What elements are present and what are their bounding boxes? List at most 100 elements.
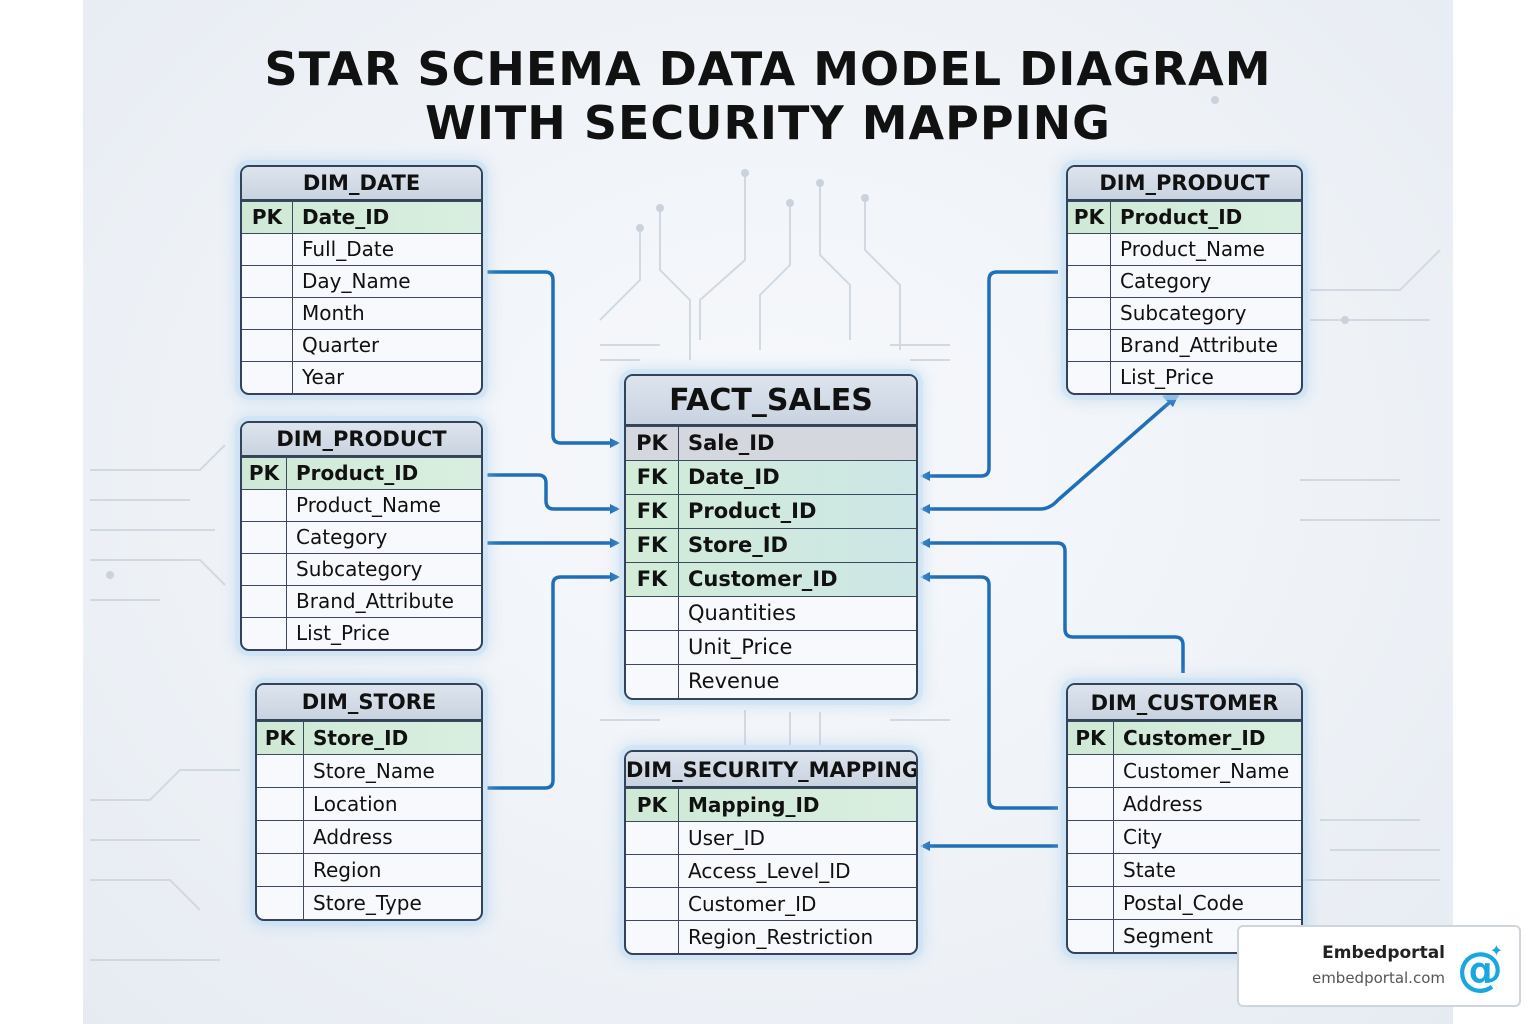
circuit-dots [106,96,1349,579]
connector-product-right-pid [920,393,1180,514]
field-cell: Product_Name [1120,237,1265,261]
field-cell: Full_Date [302,237,395,261]
field-cell: Revenue [688,669,780,693]
table-row: Brand_Attribute [1068,329,1301,361]
key-cell: PK [242,458,287,489]
key-cell [257,887,304,919]
key-cell [1068,788,1114,820]
table-row: List_Price [242,617,481,649]
table-row: Subcategory [242,553,481,585]
table-header: DIM_SECURITY_MAPPING [626,752,916,788]
table-row: Store_Type [257,886,481,919]
key-cell [242,618,287,649]
table-header: DIM_DATE [242,167,481,201]
field-cell: Date_ID [302,205,390,229]
key-cell: PK [1068,722,1114,754]
embedportal-watermark[interactable]: Embedportal embedportal.com @ ✦ [1237,925,1521,1007]
field-cell: Store_ID [313,726,409,750]
key-cell [1068,854,1114,886]
table-row: Access_Level_ID [626,854,916,887]
key-cell [626,597,679,630]
diagram-title-line2: WITH SECURITY MAPPING [425,96,1111,150]
key-cell [257,821,304,853]
key-cell [242,490,287,521]
connector-customer-store [920,538,1185,673]
key-cell: PK [626,789,679,821]
field-cell: Category [1120,269,1212,293]
key-cell [1068,920,1114,952]
key-cell [242,234,293,265]
table-row: Quarter [242,329,481,361]
field-cell: Brand_Attribute [296,589,454,613]
connector-customer-id [920,572,1058,810]
field-cell: List_Price [296,621,390,645]
key-cell [1068,887,1114,919]
field-cell: Location [313,792,398,816]
connector-product-right-arrowhead [1162,392,1180,407]
table-row: PK Product_ID [1068,201,1301,233]
key-cell [1068,266,1111,297]
key-cell: FK [626,495,679,528]
table-row: FK Date_ID [626,460,916,494]
key-cell [1068,755,1114,787]
key-cell: FK [626,461,679,494]
field-cell: Address [1123,792,1203,816]
key-cell [1068,821,1114,853]
table-row: Quantities [626,596,916,630]
table-row: Postal_Code [1068,886,1301,919]
table-row: Customer_ID [626,887,916,920]
field-cell: Brand_Attribute [1120,333,1278,357]
field-cell: Sale_ID [688,431,775,455]
table-row: Address [1068,787,1301,820]
key-cell [242,298,293,329]
table-row: Region_Restriction [626,920,916,953]
table-row: Year [242,361,481,393]
field-cell: Subcategory [1120,301,1247,325]
table-row: Month [242,297,481,329]
key-cell [626,665,679,698]
key-cell [242,266,293,297]
table-row: City [1068,820,1301,853]
table-row: Region [257,853,481,886]
table-row: FK Product_ID [626,494,916,528]
table-dim-security-mapping: DIM_SECURITY_MAPPING PK Mapping_ID User_I… [624,750,918,955]
key-cell [242,586,287,617]
table-row: Subcategory [1068,297,1301,329]
table-row: Revenue [626,664,916,698]
key-cell: PK [1068,202,1111,233]
field-cell: Date_ID [688,465,780,489]
table-header: DIM_PRODUCT [242,423,481,457]
field-cell: Customer_ID [1123,726,1266,750]
field-cell: Product_ID [688,499,817,523]
key-cell [1068,298,1111,329]
watermark-url: embedportal.com [1311,969,1445,987]
field-cell: User_ID [688,826,765,850]
circuit-traces [90,175,1441,961]
table-row: State [1068,853,1301,886]
table-header: FACT_SALES [626,376,916,426]
field-cell: Store_Type [313,891,422,915]
table-header: DIM_CUSTOMER [1068,685,1301,721]
field-cell: Mapping_ID [688,793,820,817]
key-cell [626,921,679,953]
connector-product-left [487,473,620,514]
key-cell: FK [626,529,679,562]
table-row: User_ID [626,821,916,854]
key-cell [257,854,304,886]
diagram-title-line1: STAR SCHEMA DATA MODEL DIAGRAM [264,42,1272,96]
table-row: Location [257,787,481,820]
field-cell: Product_ID [1120,205,1243,229]
table-row: Category [1068,265,1301,297]
field-cell: Customer_ID [688,567,838,591]
